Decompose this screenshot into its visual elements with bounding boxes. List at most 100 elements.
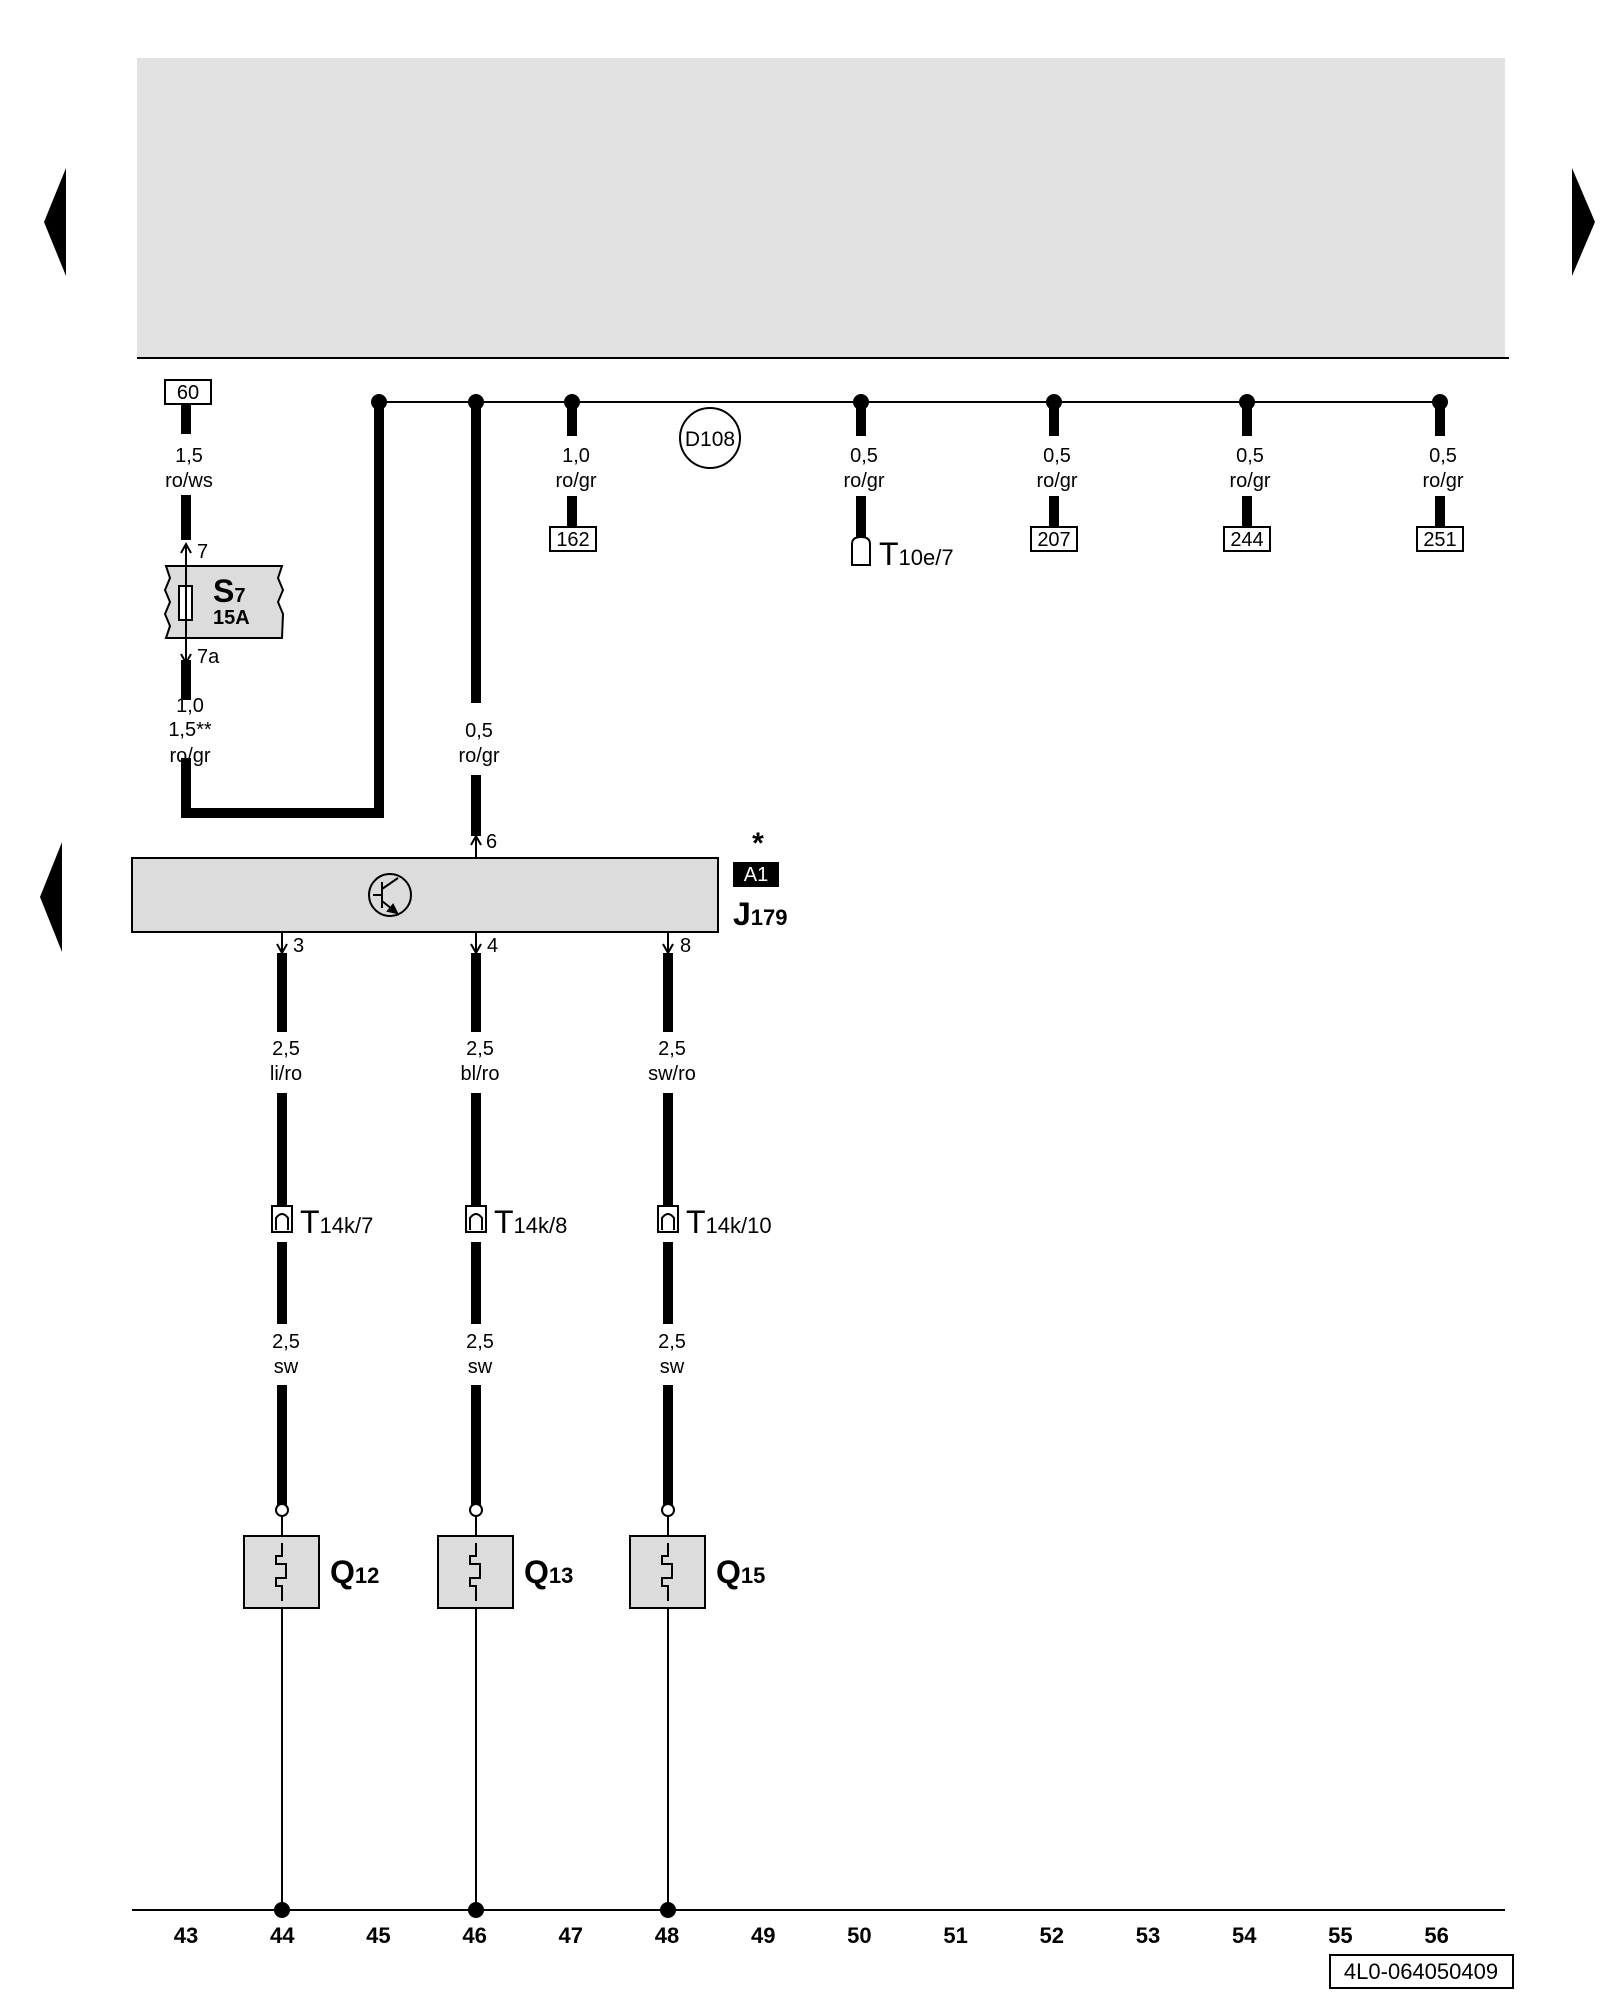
wire-j6-gauge: 0,5 — [465, 720, 493, 742]
ref-box-162[interactable]: 162 — [549, 526, 597, 552]
valve-q13-label: Q13 — [524, 1554, 573, 1590]
solenoid-coil-icon — [469, 1543, 481, 1601]
header-area — [137, 58, 1505, 358]
wire-j6-color: ro/gr — [458, 745, 499, 767]
connector-t14k7-label: T14k/7 — [300, 1204, 373, 1240]
ruler-number: 44 — [270, 1923, 295, 1948]
ruler-number: 52 — [1040, 1923, 1064, 1948]
wire-segments — [181, 402, 1445, 1505]
connector-t14k10-label: T14k/10 — [686, 1204, 772, 1240]
ruler-number: 50 — [847, 1923, 871, 1948]
ruler-number: 48 — [655, 1923, 679, 1948]
wire-244-color: ro/gr — [1229, 470, 1270, 492]
document-id: 4L0-064050409 — [1344, 1959, 1498, 1984]
ref-box-244[interactable]: 244 — [1223, 526, 1271, 552]
pin-arrow-icon — [180, 541, 192, 554]
wire-3-color: li/ro — [270, 1063, 302, 1085]
fuse-s7-rating: 15A — [213, 607, 250, 629]
ref-box-251-label: 251 — [1423, 529, 1456, 551]
wire-251-gauge: 0,5 — [1429, 445, 1457, 467]
connector-t10e7[interactable]: T10e/7 — [851, 535, 954, 572]
solenoid-coil-icon — [661, 1543, 673, 1601]
fuse-pin-out: 7a — [197, 646, 220, 668]
connector-t14k8-label: T14k/8 — [494, 1204, 567, 1240]
ruler-number: 43 — [174, 1923, 198, 1948]
connector-socket-icon — [851, 535, 871, 566]
ref-box-207-label: 207 — [1037, 529, 1070, 551]
valve-q15[interactable]: Q15 — [629, 1535, 765, 1609]
splice-d108[interactable]: D108 — [679, 407, 741, 469]
next-page-arrow-icon[interactable] — [1572, 168, 1595, 276]
wire-60-color: ro/ws — [165, 470, 213, 492]
ruler-number: 47 — [559, 1923, 583, 1948]
valve-q12[interactable]: Q12 — [243, 1535, 379, 1609]
fuse-s7[interactable]: S7 15A 7 7a — [163, 541, 285, 668]
ref-box-251[interactable]: 251 — [1416, 526, 1464, 552]
splice-d108-label: D108 — [685, 428, 735, 451]
ruler-number: 45 — [366, 1923, 390, 1948]
wire-60b-gauge: 1,0 — [176, 695, 204, 717]
ruler-number: 49 — [751, 1923, 775, 1948]
prev-page-arrow-icon[interactable] — [44, 168, 66, 276]
wire-8-color: sw/ro — [648, 1063, 696, 1085]
ground-wires — [281, 1608, 669, 1910]
ref-box-60[interactable]: 60 — [164, 379, 212, 405]
module-pin-arrows — [276, 833, 674, 956]
wire-8b-gauge: 2,5 — [658, 1331, 686, 1353]
connector-t14k7[interactable]: T14k/7 — [271, 1204, 373, 1240]
wire-162-color: ro/gr — [555, 470, 596, 492]
connector-t14k8[interactable]: T14k/8 — [465, 1204, 567, 1240]
valve-q15-label: Q15 — [716, 1554, 765, 1590]
wire-4-gauge: 2,5 — [466, 1038, 494, 1060]
wire-4b-color: sw — [468, 1356, 493, 1378]
document-id-box: 4L0-064050409 — [1329, 1954, 1514, 1989]
connector-t14k10[interactable]: T14k/10 — [657, 1204, 772, 1240]
wire-207-gauge: 0,5 — [1043, 445, 1071, 467]
wire-162-gauge: 1,0 — [562, 445, 590, 467]
wire-60b-color: ro/gr — [169, 745, 210, 767]
ref-box-244-label: 244 — [1230, 529, 1263, 551]
wire-207-color: ro/gr — [1036, 470, 1077, 492]
pin-3: 3 — [293, 935, 304, 957]
wire-60b-gauge-alt: 1,5** — [168, 719, 212, 741]
pin-4: 4 — [487, 935, 498, 957]
module-marker: * — [752, 827, 764, 860]
ground-junctions — [274, 1902, 676, 1918]
wire-3-gauge: 2,5 — [272, 1038, 300, 1060]
location-badge-label: A1 — [744, 864, 768, 886]
ref-box-60-label: 60 — [177, 382, 199, 404]
wire-labels: 1,5 ro/ws 1,0 1,5** ro/gr 0,5 ro/gr 1,0 … — [165, 445, 1464, 1378]
location-badge — [733, 862, 779, 887]
pin-arrow-icon — [180, 653, 192, 666]
wire-t10-color: ro/gr — [843, 470, 884, 492]
wire-4-color: bl/ro — [461, 1063, 500, 1085]
fuse-s7-name: S7 — [213, 573, 245, 609]
wire-60-gauge: 1,5 — [175, 445, 203, 467]
pin-8: 8 — [680, 935, 691, 957]
ref-box-207[interactable]: 207 — [1030, 526, 1078, 552]
ref-box-162-label: 162 — [556, 529, 589, 551]
ruler-number: 53 — [1136, 1923, 1160, 1948]
wire-t10-gauge: 0,5 — [850, 445, 878, 467]
control-module-j179[interactable]: * A1 J179 — [131, 827, 788, 933]
wire-8-gauge: 2,5 — [658, 1038, 686, 1060]
transistor-icon — [368, 873, 412, 917]
connector-t10e7-label: T10e/7 — [879, 536, 954, 572]
valve-q12-label: Q12 — [330, 1554, 379, 1590]
ruler-number: 46 — [462, 1923, 486, 1948]
solenoid-coil-icon — [275, 1543, 287, 1601]
fuse-pin-in: 7 — [197, 541, 208, 563]
wire-244-gauge: 0,5 — [1236, 445, 1264, 467]
pin-6: 6 — [486, 831, 497, 853]
terminal-stubs — [281, 1516, 669, 1536]
wire-251-color: ro/gr — [1422, 470, 1463, 492]
ruler-number: 56 — [1424, 1923, 1448, 1948]
wire-3b-gauge: 2,5 — [272, 1331, 300, 1353]
ruler-number: 51 — [943, 1923, 967, 1948]
valve-q13[interactable]: Q13 — [437, 1535, 573, 1609]
prev-section-arrow-icon[interactable] — [40, 842, 62, 952]
wire-8b-color: sw — [660, 1356, 685, 1378]
ruler-number: 55 — [1328, 1923, 1352, 1948]
